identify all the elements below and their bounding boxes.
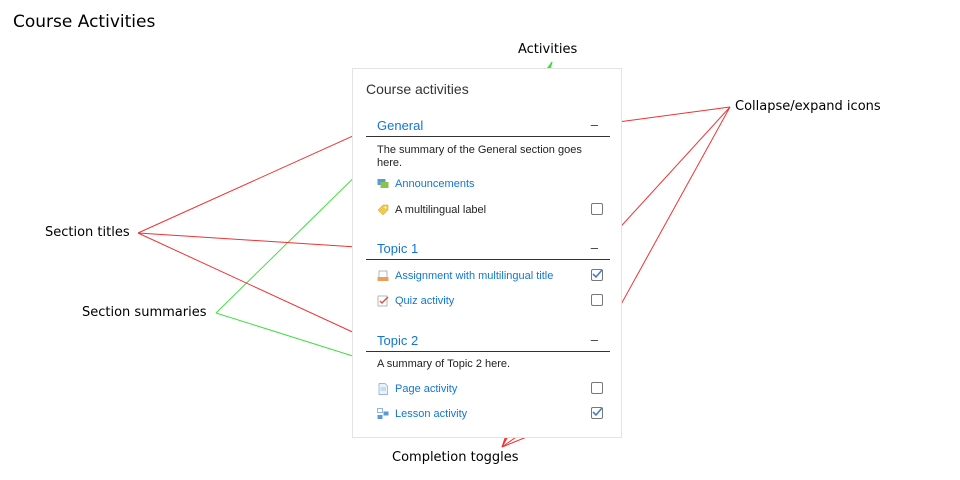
activity-item: Announcements — [377, 177, 603, 193]
section-title[interactable]: Topic 2 — [377, 333, 419, 348]
activity-link[interactable]: Lesson activity — [395, 408, 468, 420]
section-divider — [366, 351, 610, 352]
collapse-pointer-lines — [602, 106, 731, 338]
activity-link[interactable]: Assignment with multilingual title — [395, 270, 554, 282]
collapse-icon[interactable]: – — [590, 240, 598, 255]
completion-toggle[interactable] — [591, 407, 603, 419]
pointer-line — [137, 232, 373, 342]
page-icon — [378, 383, 388, 395]
collapse-expand-callout: Collapse/expand icons — [735, 99, 881, 114]
completion-toggle[interactable] — [591, 269, 603, 281]
activity-item: Assignment with multilingual title — [377, 269, 603, 285]
section-divider — [366, 136, 610, 137]
activity-item: Page activity — [377, 382, 603, 398]
section-summary: A summary of Topic 2 here. — [377, 358, 511, 370]
activity-link[interactable]: Page activity — [395, 383, 458, 395]
pointer-line — [602, 106, 731, 125]
completion-toggle[interactable] — [591, 203, 603, 215]
assignment-icon — [377, 270, 389, 281]
summaries-pointer-lines — [215, 153, 379, 364]
pointer-line — [602, 106, 731, 247]
lesson-icon — [377, 408, 389, 419]
page-title: Course Activities — [13, 12, 156, 32]
forum-icon — [377, 179, 389, 188]
pointer-line — [137, 125, 376, 234]
section-title[interactable]: Topic 1 — [377, 241, 419, 256]
activities-callout: Activities — [518, 42, 578, 57]
section-titles-callout: Section titles — [45, 225, 130, 240]
activity-link[interactable]: Quiz activity — [395, 295, 455, 307]
section-summary: The summary of the General section goes … — [377, 144, 582, 169]
label-tag-icon — [377, 204, 389, 216]
completion-toggle[interactable] — [591, 294, 603, 306]
section-summaries-callout: Section summaries — [82, 305, 207, 320]
section-divider — [366, 259, 610, 260]
block-title: Course activities — [366, 81, 469, 97]
section-header-general: General – — [366, 115, 610, 137]
completion-toggle[interactable] — [591, 382, 603, 394]
completion-toggles-callout: Completion toggles — [392, 450, 519, 465]
section-title[interactable]: General — [377, 118, 424, 133]
activity-item: A multilingual label — [377, 203, 603, 219]
pointer-line — [602, 106, 731, 338]
activity-label-text: A multilingual label — [395, 204, 487, 216]
collapse-icon[interactable]: – — [590, 117, 598, 132]
checkmark-icon — [592, 407, 603, 417]
collapse-icon[interactable]: – — [590, 332, 598, 347]
checkmark-icon — [592, 269, 603, 279]
quiz-icon — [377, 295, 389, 307]
pointer-line — [215, 312, 376, 364]
pointer-line — [215, 153, 379, 314]
course-activities-block: Course activities General – The summary … — [352, 68, 622, 438]
titles-pointer-lines — [137, 125, 376, 342]
pointer-line — [137, 232, 373, 249]
section-header-topic-1: Topic 1 – — [366, 238, 610, 260]
activity-link[interactable]: Announcements — [395, 178, 475, 190]
section-header-topic-2: Topic 2 – — [366, 330, 610, 352]
activity-item: Lesson activity — [377, 407, 603, 423]
activity-item: Quiz activity — [377, 294, 603, 310]
